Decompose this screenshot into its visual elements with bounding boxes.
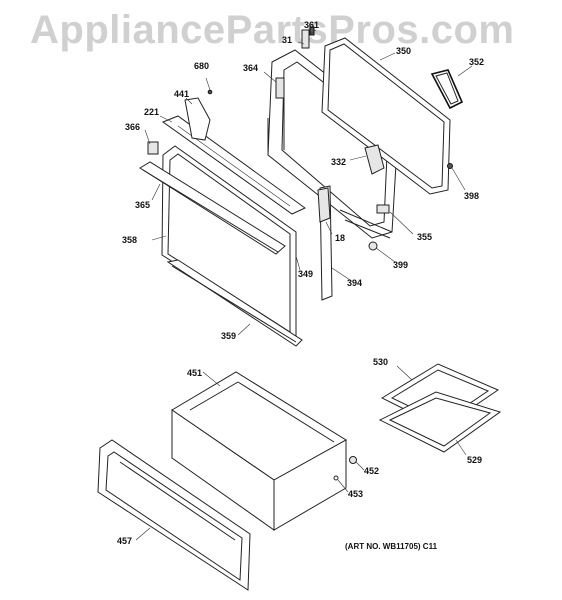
callout-451: 451: [187, 368, 203, 378]
door-inner-frame: [267, 49, 399, 239]
callout-452: 452: [364, 466, 380, 476]
callout-18: 18: [335, 233, 346, 243]
callout-361: 361: [304, 20, 320, 30]
callout-453: 453: [348, 489, 364, 499]
callout-31: 31: [282, 35, 293, 45]
callout-399: 399: [393, 260, 409, 270]
hinge-assembly: [275, 26, 453, 301]
callout-366: 366: [125, 122, 141, 132]
drawer-screw-453: [333, 475, 339, 481]
callout-457: 457: [117, 536, 133, 546]
callout-680: 680: [194, 61, 210, 71]
callout-350: 350: [396, 46, 412, 56]
drawer-screw-452: [349, 456, 357, 464]
callout-530: 530: [373, 357, 389, 367]
leader-lines: [135, 29, 473, 541]
callout-364: 364: [243, 63, 259, 73]
callout-221: 221: [144, 107, 160, 117]
callout-398: 398: [464, 191, 480, 201]
callout-529: 529: [467, 455, 483, 465]
door-glass-panel: [321, 37, 451, 195]
drawer-front-panel: [97, 439, 251, 591]
storage-drawer-body: [171, 371, 347, 531]
broiler-pan: [378, 363, 502, 453]
art-number: (ART NO. WB11705) C11: [345, 542, 438, 551]
callout-355: 355: [417, 232, 433, 242]
callout-365: 365: [135, 200, 151, 210]
callout-358: 358: [122, 235, 138, 245]
oven-door-outer: [139, 97, 306, 347]
screw-680: [207, 89, 213, 95]
callout-441: 441: [174, 89, 190, 99]
callout-349: 349: [298, 269, 314, 279]
callout-332: 332: [331, 157, 347, 167]
callout-394: 394: [347, 278, 363, 288]
callout-352: 352: [469, 57, 485, 67]
callout-359: 359: [221, 331, 237, 341]
door-gasket: [430, 69, 464, 110]
watermark: AppliancePartsPros.com: [30, 8, 515, 52]
